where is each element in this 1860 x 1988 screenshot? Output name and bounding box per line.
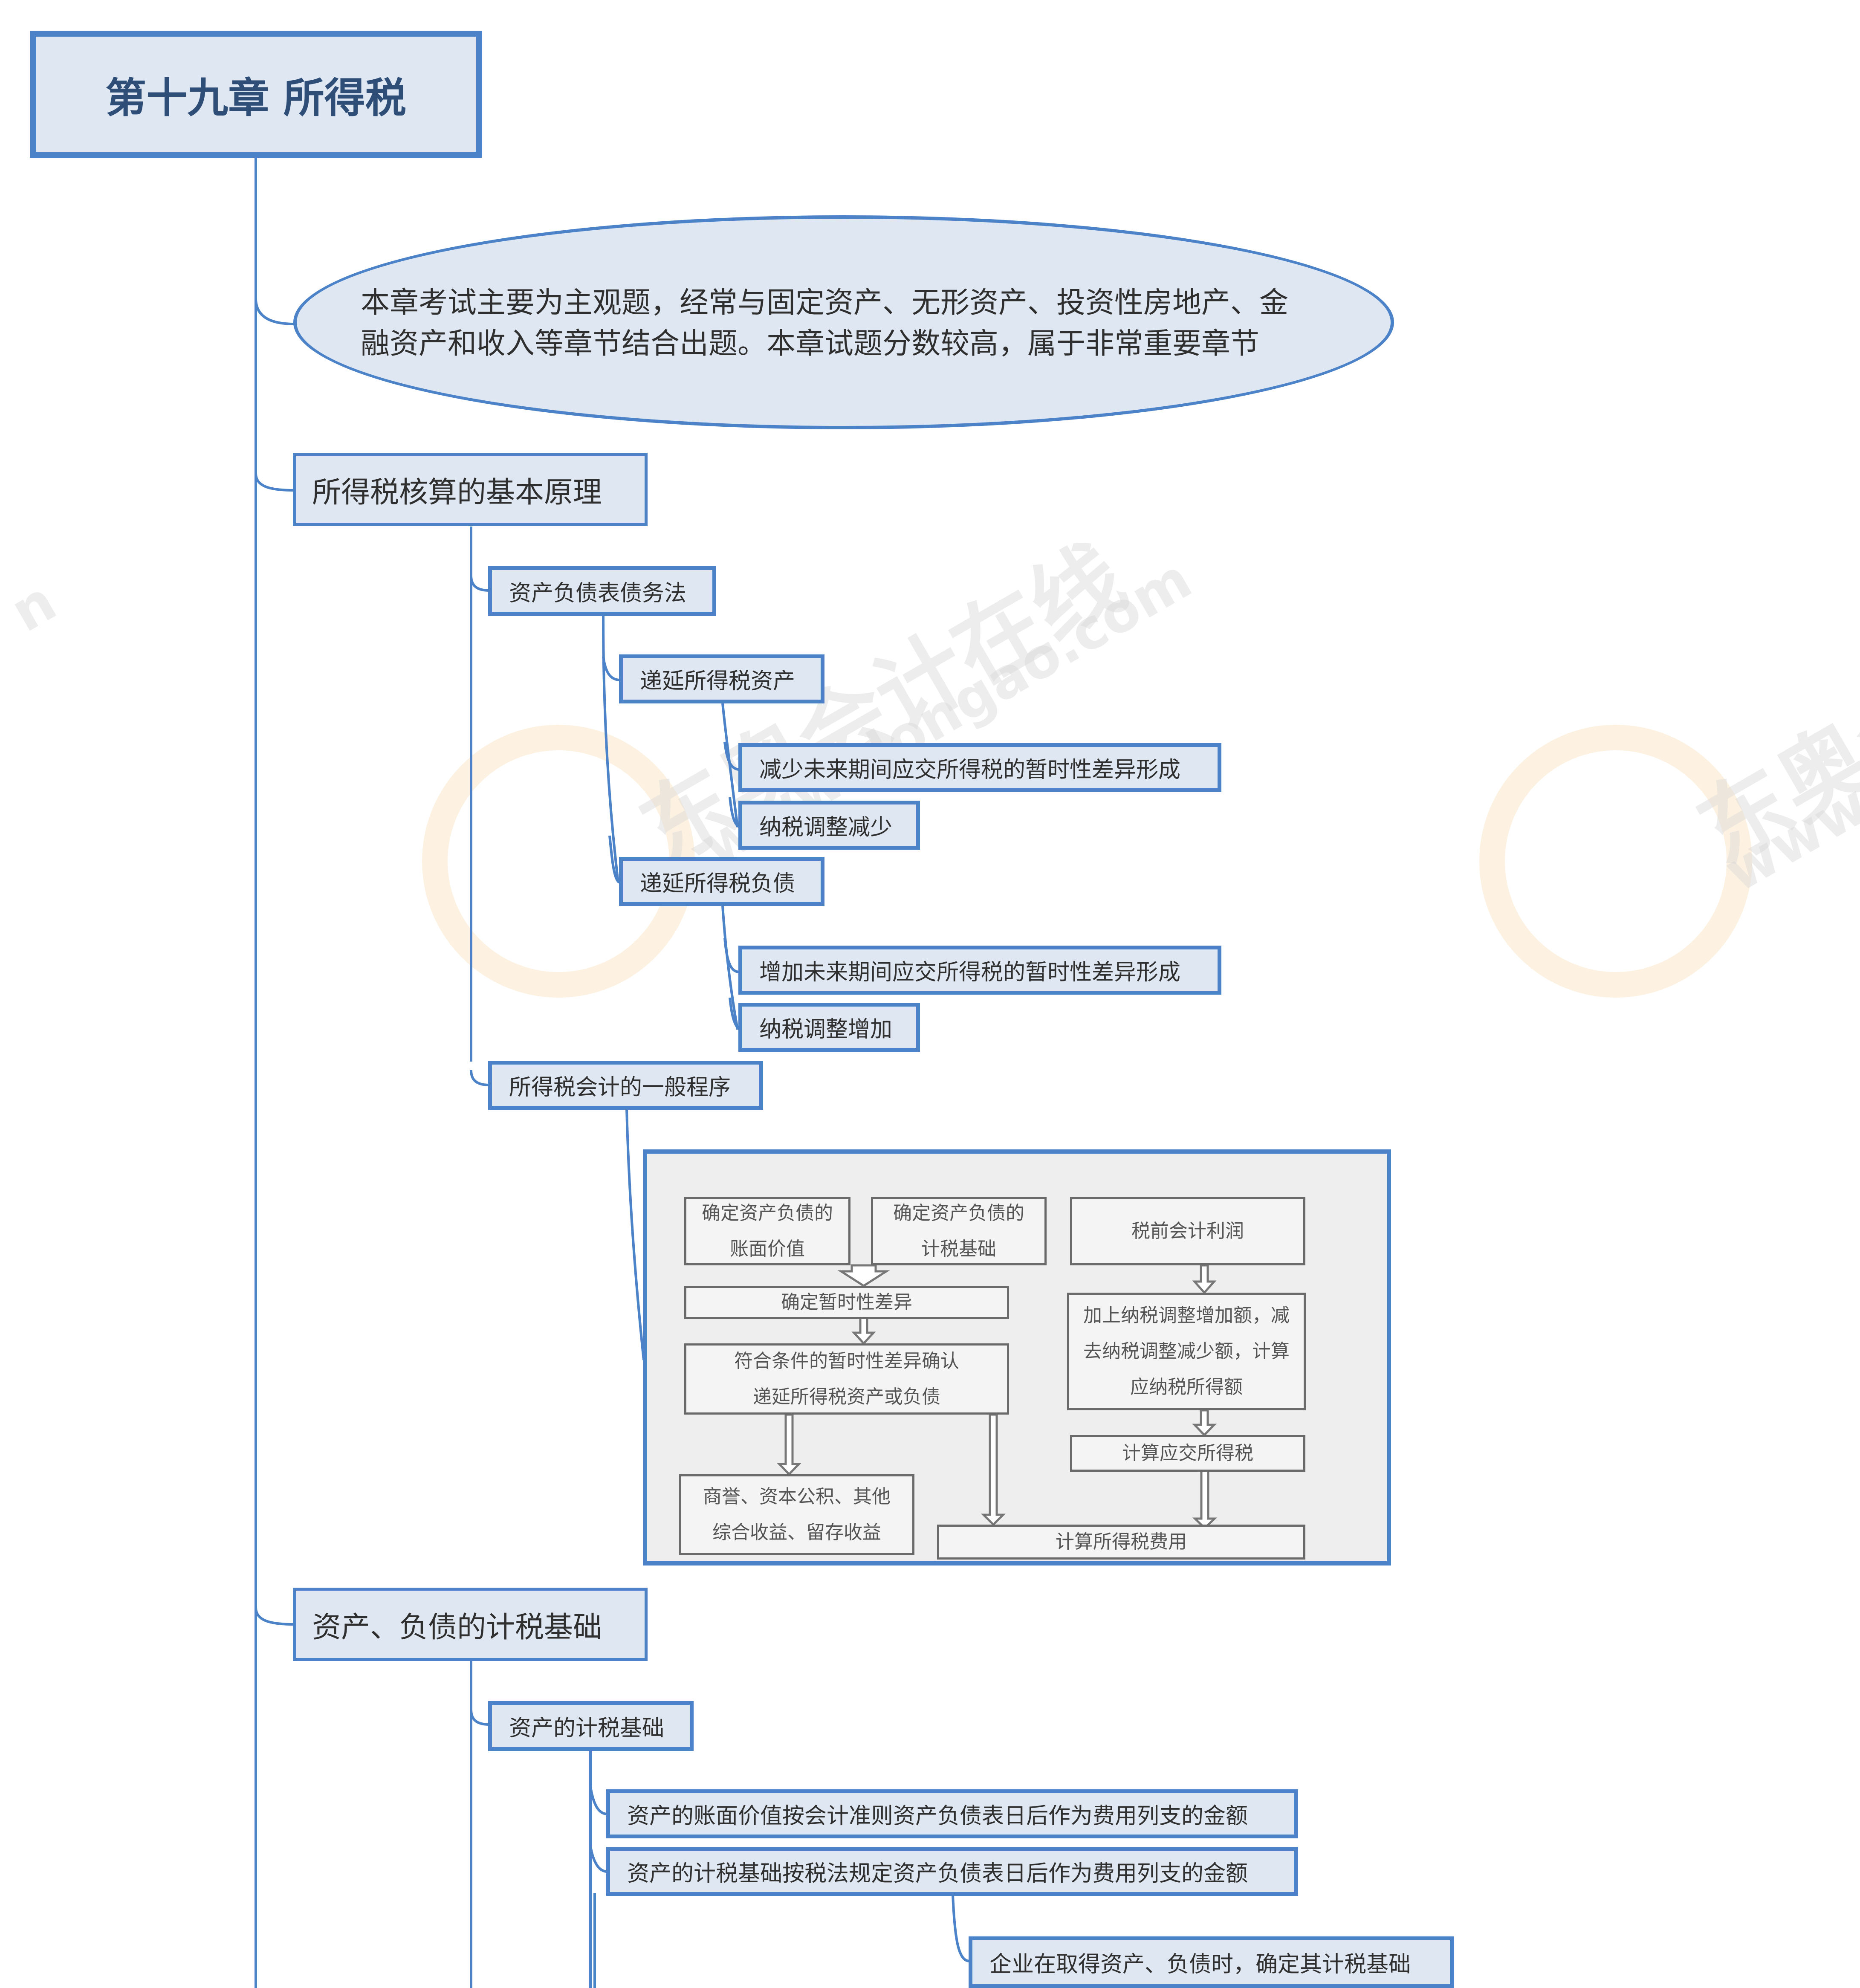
flow-box-temp-diff: 确定暂时性差异: [684, 1286, 1009, 1319]
flow-arrows: [777, 1264, 1218, 1530]
branch-dta-desc: [723, 741, 740, 771]
intro-ellipse: 本章考试主要为主观题，经常与固定资产、无形资产、投资性房地产、金 融资产和收入等…: [293, 215, 1394, 429]
branch-procedure: [470, 1070, 490, 1086]
carrying-amount-node: 资产的账面价值按会计准则资产负债表日后作为费用列支的金额: [606, 1789, 1298, 1838]
flow-box-carrying-value: 确定资产负债的账面价值: [684, 1197, 850, 1265]
trunk-dta: [721, 703, 739, 828]
branch-section1: [255, 473, 295, 492]
branch-dta: [602, 656, 621, 681]
intro-line-1: 本章考试主要为主观题，经常与固定资产、无形资产、投资性房地产、金: [361, 286, 1289, 320]
branch-dtl-desc: [723, 938, 740, 973]
flow-box-tax-base: 确定资产负债的计税基础: [871, 1197, 1047, 1265]
dtl-node: 递延所得税负债: [619, 857, 824, 906]
trunk-dtl: [721, 906, 739, 1030]
tax-base-amount-node: 资产的计税基础按税法规定资产负债表日后作为费用列支的金额: [606, 1847, 1298, 1896]
dta-adj-node: 纳税调整减少: [738, 801, 920, 850]
branch-intro: [255, 298, 295, 325]
intro-line-2: 融资产和收入等章节结合出题。本章试题分数较高，属于非常重要章节: [361, 327, 1260, 361]
dtl-desc-node: 增加未来期间应交所得税的暂时性差异形成: [738, 946, 1221, 995]
dtl-adj-node: 纳税调整增加: [738, 1003, 920, 1052]
procedure-node: 所得税会计的一般程序: [488, 1061, 763, 1110]
branch-taxbase: [589, 1846, 608, 1873]
procedure-flowchart: 确定资产负债的账面价值 确定资产负债的计税基础 税前会计利润 确定暂时性差异 加…: [643, 1149, 1391, 1566]
asset-basis-node: 资产的计税基础: [488, 1701, 694, 1751]
flow-box-equity-items: 商誉、资本公积、其他综合收益、留存收益: [679, 1474, 914, 1555]
flow-box-taxable-income: 加上纳税调整增加额，减去纳税调整减少额，计算应纳税所得额: [1067, 1293, 1306, 1410]
flow-box-tax-expense: 计算所得税费用: [937, 1525, 1305, 1560]
chapter-title: 第十九章 所得税: [30, 31, 482, 158]
section2-title: 资产、负债的计税基础: [293, 1588, 648, 1661]
branch-section2: [255, 1607, 295, 1626]
method-node: 资产负债表债务法: [488, 566, 716, 616]
branch-asset-basis: [470, 1709, 490, 1726]
branch-dtl-adj: [729, 997, 741, 1031]
section1-title: 所得税核算的基本原理: [293, 453, 648, 526]
dta-node: 递延所得税资产: [619, 654, 824, 703]
branch-flowchart: [625, 1108, 645, 1360]
branch-dtl: [608, 835, 621, 884]
dta-desc-node: 减少未来期间应交所得税的暂时性差异形成: [738, 743, 1221, 792]
flow-box-pretax-profit: 税前会计利润: [1070, 1197, 1305, 1265]
branch-dta-adj: [729, 797, 741, 828]
branch-initial: [952, 1895, 970, 1962]
initial-recognition-node: 企业在取得资产、负债时，确定其计税基础: [969, 1936, 1454, 1988]
branch-method: [470, 575, 490, 592]
flow-box-tax-payable: 计算应交所得税: [1070, 1435, 1305, 1472]
flow-box-recognize-deferred: 符合条件的暂时性差异确认递延所得税资产或负债: [684, 1343, 1009, 1415]
branch-carrying: [589, 1786, 608, 1815]
